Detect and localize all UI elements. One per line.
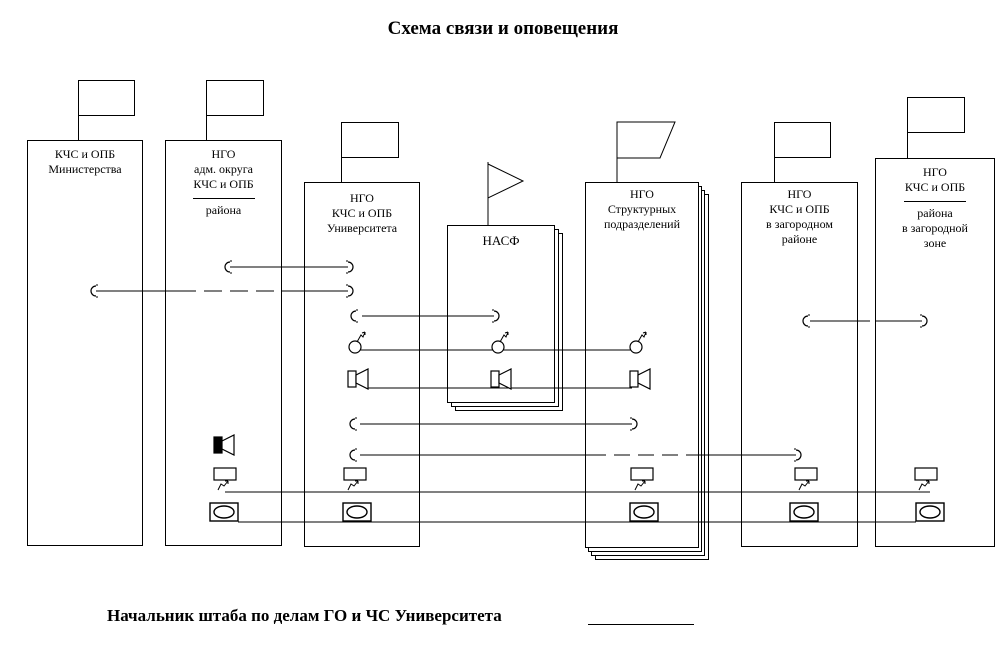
- column-label: НАСФ: [448, 233, 554, 248]
- label-line: КЧС и ОПБ: [769, 202, 830, 216]
- radio-station-icon: [914, 467, 938, 491]
- diagram-title: Схема связи и оповещения: [387, 18, 619, 39]
- flag: [774, 122, 831, 158]
- column-label: КЧС и ОПБ Министерства: [28, 147, 142, 177]
- loudspeaker-icon: [629, 368, 651, 390]
- telephone-icon: [802, 314, 811, 328]
- column-ministry: КЧС и ОПБ Министерства: [27, 140, 143, 546]
- label-line: НГО: [923, 165, 947, 179]
- loudspeaker-icon: [490, 368, 512, 390]
- label-line: Министерства: [48, 162, 122, 176]
- label-line: НГО: [787, 187, 812, 201]
- loudspeaker-icon: [347, 368, 369, 390]
- label-line: НАСФ: [482, 233, 520, 248]
- label-line: подразделений: [603, 217, 681, 231]
- signature-line: [588, 624, 694, 625]
- label-line: района: [205, 203, 242, 217]
- flag: [487, 163, 525, 199]
- column-label: НГО Структурных подразделений: [586, 187, 698, 232]
- label-line: НГО: [350, 191, 374, 205]
- column-label: НГО КЧС и ОПБ в загородном районе: [742, 187, 857, 247]
- flag: [907, 97, 965, 133]
- divider: [192, 198, 255, 199]
- flag: [78, 80, 135, 116]
- tv-receiver-icon: [209, 502, 239, 522]
- radio-station-icon: [213, 467, 237, 491]
- column-suburban-zone: НГО КЧС и ОПБ района в загородной зоне: [875, 158, 995, 547]
- label-line: в загородном: [766, 217, 833, 231]
- label-line: районе: [781, 232, 818, 246]
- label-line: НГО: [211, 147, 236, 161]
- label-line: в загородной: [902, 221, 968, 235]
- column-university: НГО КЧС и ОПБ Университета: [304, 182, 420, 547]
- radio-station-icon: [343, 467, 367, 491]
- telephone-icon: [349, 417, 358, 431]
- column-label: НГО КЧС и ОПБ Университета: [305, 191, 419, 236]
- flag: [341, 122, 399, 158]
- divider: [904, 201, 966, 202]
- loudspeaker-icon: [213, 434, 235, 456]
- tv-receiver-icon: [789, 502, 819, 522]
- label-line: КЧС и ОПБ: [331, 206, 393, 220]
- label-line: Структурных: [607, 202, 677, 216]
- label-line: НГО: [630, 187, 654, 201]
- telephone-icon: [349, 448, 358, 462]
- label-line: КЧС и ОПБ: [193, 177, 254, 191]
- flag: [616, 121, 676, 159]
- column-suburban-area: НГО КЧС и ОПБ в загородном районе: [741, 182, 858, 547]
- flag: [206, 80, 264, 116]
- column-structural-divisions: НГО Структурных подразделений: [585, 182, 699, 548]
- footer-signature-caption: Начальник штаба по делам ГО и ЧС Универс…: [107, 606, 502, 625]
- label-line: адм. округа: [194, 162, 253, 176]
- tv-receiver-icon: [629, 502, 659, 522]
- telephone-icon: [350, 309, 359, 323]
- tv-receiver-icon: [342, 502, 372, 522]
- radio-station-icon: [794, 467, 818, 491]
- column-label: НГО КЧС и ОПБ района в загородной зоне: [876, 165, 994, 251]
- label-line: района: [917, 206, 953, 220]
- tv-receiver-icon: [915, 502, 945, 522]
- label-line: КЧС и ОПБ: [54, 147, 116, 161]
- label-line: Университета: [326, 221, 398, 235]
- label-line: КЧС и ОПБ: [904, 180, 966, 194]
- label-line: зоне: [923, 236, 947, 250]
- siren-icon: [629, 331, 647, 354]
- column-label: НГО адм. округа КЧС и ОПБ района: [166, 147, 281, 218]
- radio-station-icon: [630, 467, 654, 491]
